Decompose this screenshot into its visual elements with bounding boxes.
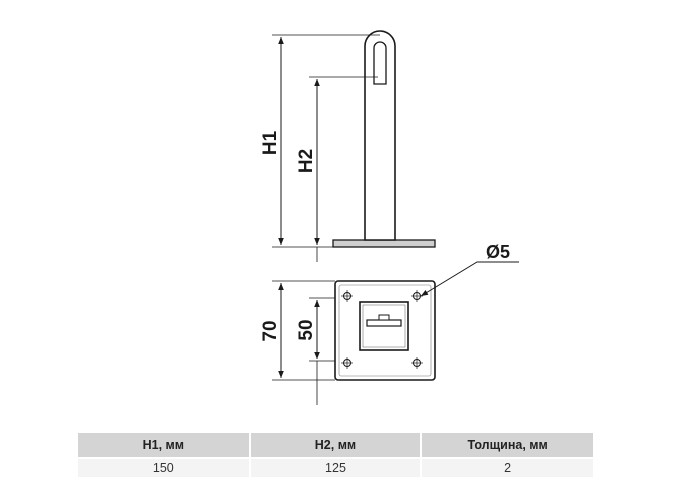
- header-thickness: Толщина, мм: [421, 433, 593, 458]
- side-view: [272, 30, 436, 262]
- cell-h1-value: 150: [78, 457, 251, 477]
- dimension-70-label: 70: [260, 320, 281, 341]
- header-h2: H2, мм: [249, 433, 423, 458]
- mounting-holes: [341, 290, 423, 369]
- hole-diameter-leader: [420, 261, 519, 297]
- dimension-50-label: 50: [296, 319, 317, 340]
- tube-section: [366, 319, 402, 327]
- dimension-h1-label: H1: [260, 130, 281, 155]
- dimension-h2-label: H2: [296, 149, 317, 173]
- header-h1: H1, мм: [78, 433, 251, 458]
- cell-thickness-value: 2: [421, 457, 593, 477]
- table-row: 150 125 2: [78, 457, 593, 477]
- mounting-slot: [373, 41, 387, 85]
- mounting-hole-top-left: [341, 290, 353, 302]
- bracket-technical-drawing: H1 H2: [260, 30, 519, 405]
- spec-table: H1, мм H2, мм Толщина, мм 150 125 2: [78, 433, 593, 477]
- cell-h2-value: 125: [249, 457, 423, 477]
- mounting-hole-bottom-right: [411, 357, 423, 369]
- hole-diameter-label: Ø5: [486, 242, 510, 262]
- plan-view: [272, 280, 436, 405]
- base-plate-side: [332, 239, 436, 248]
- mounting-hole-bottom-left: [341, 357, 353, 369]
- spec-table-header-row: H1, мм H2, мм Толщина, мм: [78, 433, 593, 458]
- vertical-post: [364, 30, 396, 241]
